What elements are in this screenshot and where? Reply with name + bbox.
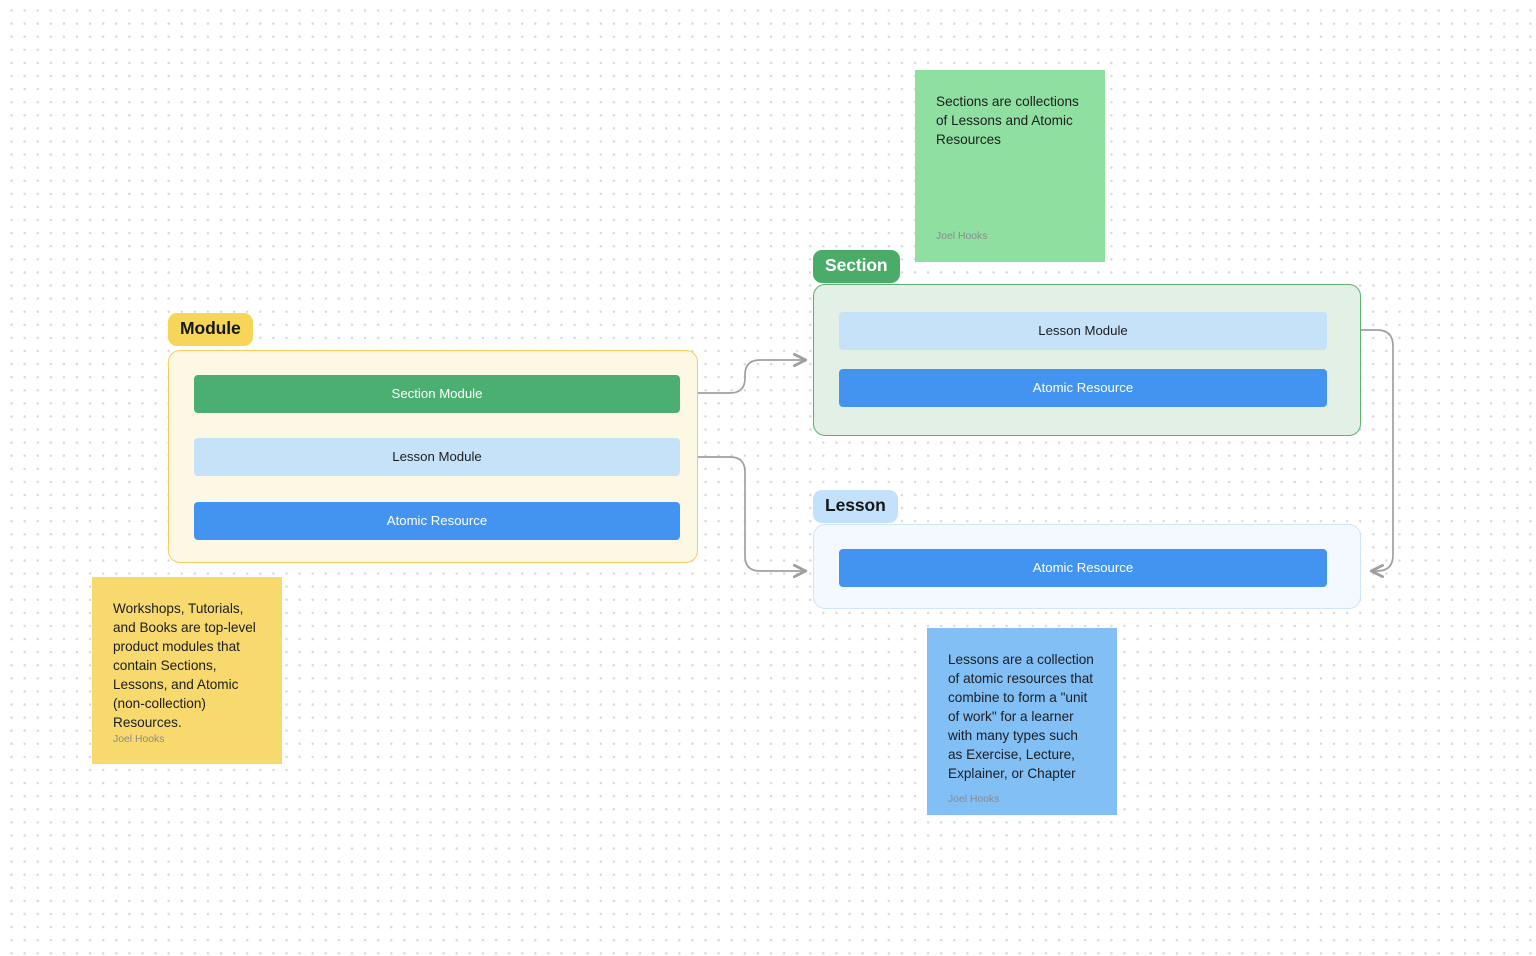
connector-section-module-to-section [679,352,808,394]
sticky-note-sections-text: Sections are collections of Lessons and … [936,94,1079,147]
sticky-note-modules-text: Workshops, Tutorials, and Books are top-… [113,601,256,730]
connector-lesson-module-to-lesson [679,456,808,579]
group-section[interactable]: Lesson Module Atomic Resource [813,284,1361,436]
sticky-note-sections[interactable]: Sections are collections of Lessons and … [915,70,1105,262]
module-item-atomic-resource[interactable]: Atomic Resource [194,502,680,540]
sticky-note-lessons-author: Joel Hooks [948,794,1000,805]
group-label-section[interactable]: Section [813,250,900,283]
module-item-lesson-module[interactable]: Lesson Module [194,438,680,476]
group-label-lesson[interactable]: Lesson [813,490,898,523]
sticky-note-sections-author: Joel Hooks [936,230,988,242]
group-module[interactable]: Section Module Lesson Module Atomic Reso… [168,350,698,563]
section-item-atomic-resource[interactable]: Atomic Resource [839,369,1327,407]
group-label-module[interactable]: Module [168,313,253,346]
lesson-item-atomic-resource[interactable]: Atomic Resource [839,549,1327,587]
module-item-section-module[interactable]: Section Module [194,375,680,413]
sticky-note-lessons-text: Lessons are a collection of atomic resou… [948,652,1094,781]
sticky-note-lessons[interactable]: Lessons are a collection of atomic resou… [927,628,1117,815]
sticky-note-modules-author: Joel Hooks [113,733,165,745]
sticky-note-modules[interactable]: Workshops, Tutorials, and Books are top-… [92,577,282,764]
group-lesson[interactable]: Atomic Resource [813,524,1361,609]
section-item-lesson-module[interactable]: Lesson Module [839,312,1327,350]
